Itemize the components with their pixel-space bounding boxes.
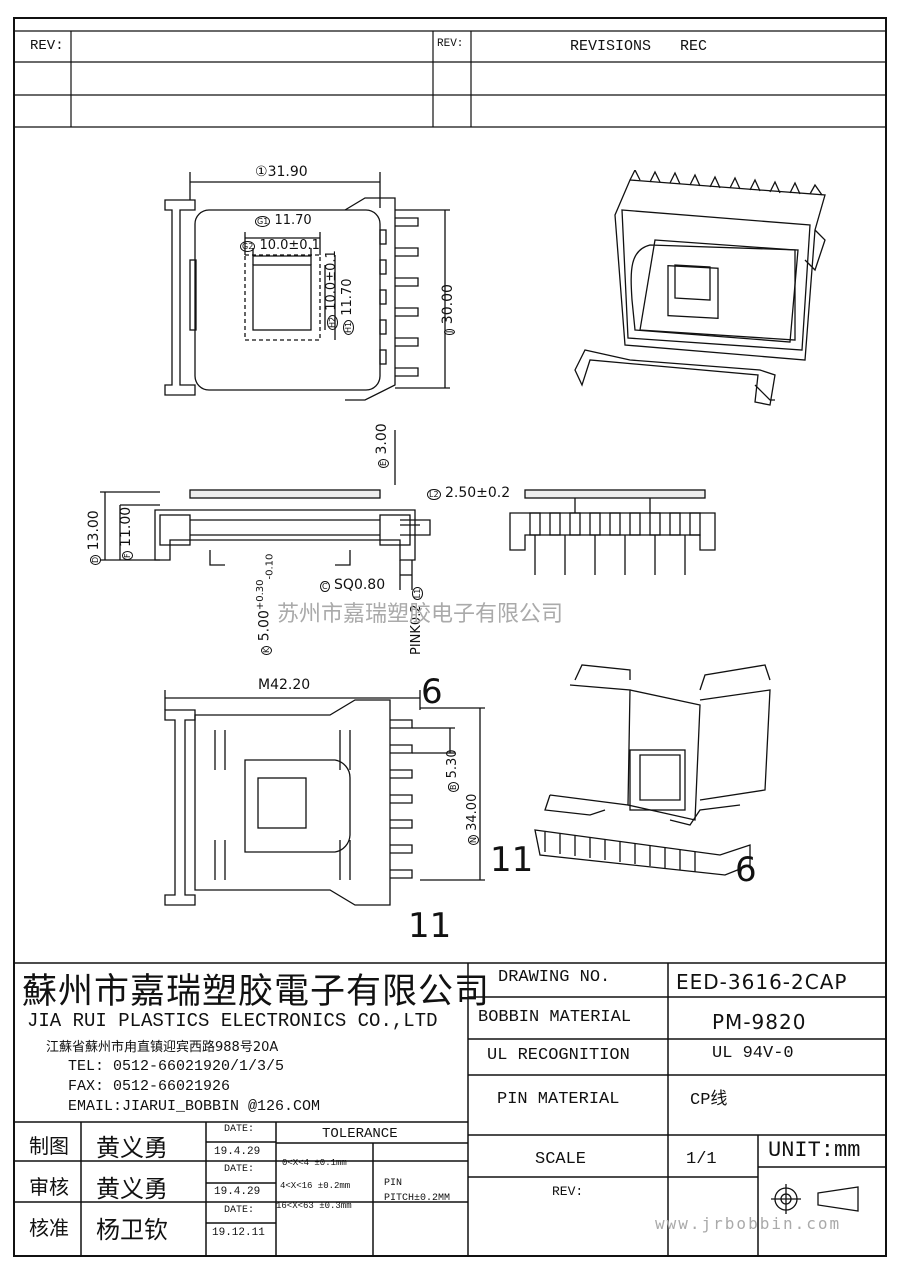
date-label-checked: DATE:: [224, 1164, 255, 1175]
company-fax: FAX: 0512-66021926: [68, 1078, 231, 1095]
revision-block: [13, 30, 887, 128]
unit-label: UNIT:mm: [768, 1138, 861, 1163]
dim-j: 30.00: [440, 284, 456, 325]
dim-b: 5.30: [445, 749, 460, 779]
isometric-view-bottom: [534, 664, 771, 876]
name-approved: 杨卫钦: [96, 1216, 168, 1244]
dim-g2-mark: G2: [240, 241, 256, 252]
pin-number-6: 6: [421, 672, 443, 712]
isometric-view-top: [574, 170, 826, 406]
bobbin-material-label: BOBBIN MATERIAL: [478, 1008, 632, 1027]
drawing-frame: [13, 17, 887, 1257]
date-label-approved: DATE:: [224, 1205, 255, 1216]
dim-l2-mark: L2: [427, 489, 441, 500]
dim-h2: 10.0±0.1: [324, 250, 339, 311]
iso-pin-6: 6: [735, 850, 757, 890]
dim-k-tol-minus: -0.10: [264, 553, 276, 580]
company-email: EMAIL:JIARUI_BOBBIN @126.COM: [68, 1098, 321, 1115]
dim-d-mark: D: [90, 554, 101, 565]
watermark-center: 苏州市嘉瑞塑胶电子有限公司: [277, 602, 564, 627]
name-drawn: 黄义勇: [96, 1134, 168, 1162]
pin-material-label: PIN MATERIAL: [497, 1090, 620, 1109]
tolerance-label: TOLERANCE: [322, 1126, 398, 1142]
tolerance-row-2: 4<X<16 ±0.2mm: [280, 1181, 351, 1191]
dim-g1: 11.70: [274, 213, 312, 228]
dim-n-mark: N: [468, 835, 479, 845]
dim-e-mark: E: [378, 458, 389, 468]
rev-label-right: REV:: [437, 38, 464, 50]
dim-k: 5.00: [256, 610, 273, 642]
top-view-drawing: [164, 172, 450, 401]
pin-label: PIN: [384, 1178, 403, 1189]
dim-b-mark: B: [448, 782, 459, 792]
company-name-en: JIA RUI PLASTICS ELECTRONICS CO.,LTD: [27, 1010, 438, 1032]
company-tel: TEL: 0512-66021920/1/3/5: [68, 1058, 285, 1075]
rev-label-bottom: REV:: [552, 1184, 584, 1199]
role-checked: 审核: [29, 1175, 69, 1199]
bottom-view-drawing: [164, 690, 485, 906]
dim-f-mark: F: [122, 551, 133, 560]
dim-h1: 11.70: [340, 278, 355, 316]
date-checked: 19.4.29: [214, 1186, 261, 1198]
tolerance-row-1: 0<X<4 ±0.1mm: [282, 1158, 347, 1168]
dim-n: 34.00: [465, 793, 480, 831]
rec-label: REC: [680, 38, 708, 55]
dim-h1-mark: H1: [343, 319, 354, 335]
watermark-url: www.jrbobbin.com: [655, 1214, 842, 1233]
front-view-drawing: [509, 489, 716, 575]
pin-number-11: 11: [408, 906, 452, 946]
date-drawn: 19.4.29: [214, 1146, 261, 1158]
title-block-grid: [13, 962, 887, 1257]
scale-value: 1/1: [686, 1150, 717, 1169]
dim-m-mark: M: [258, 677, 271, 693]
date-label-drawn: DATE:: [224, 1124, 255, 1135]
scale-label: SCALE: [535, 1150, 587, 1169]
pin-pitch: PITCH±0.2MM: [384, 1193, 451, 1204]
role-approved: 核准: [29, 1216, 69, 1240]
iso-pin-11: 11: [490, 840, 534, 880]
dim-h2-mark: H2: [327, 314, 338, 330]
revisions-label: REVISIONS: [570, 38, 652, 55]
company-address: 江蘇省蘇州市甪直镇迎宾西路988号20A: [46, 1040, 279, 1055]
dim-k-tol-plus: +0.30: [255, 579, 266, 611]
drawing-no-label: DRAWING NO.: [498, 968, 611, 987]
dim-e: 3.00: [374, 423, 390, 455]
dim-l2: 2.50±0.2: [445, 485, 511, 501]
dim-top-width: 31.90: [267, 164, 308, 180]
date-approved: 19.12.11: [212, 1227, 265, 1239]
tolerance-row-3: 16<X<63 ±0.3mm: [276, 1201, 352, 1211]
drawing-no-value: EED-3616-2CAP: [676, 970, 848, 994]
ul-recognition-label: UL RECOGNITION: [487, 1046, 630, 1065]
name-checked: 黄义勇: [96, 1175, 168, 1203]
dim-d: 13.00: [86, 510, 102, 551]
role-drawn: 制图: [29, 1134, 69, 1158]
dim-m: 42.20: [270, 677, 311, 693]
dim-k-mark: K: [260, 645, 272, 655]
dim-c-mark: C: [320, 581, 330, 592]
dim-f: 11.00: [118, 506, 134, 547]
ul-recognition-value: UL 94V-0: [712, 1044, 794, 1063]
dim-j-mark: J: [444, 328, 455, 335]
pin-material-value: CP线: [690, 1091, 728, 1110]
dim-g2: 10.0±0.1: [259, 238, 320, 253]
dim-top-width-mark: ①: [255, 164, 268, 180]
rev-label-left: REV:: [30, 38, 64, 54]
dim-c: SQ0.80: [334, 577, 386, 593]
company-name-cn: 蘇州市嘉瑞塑胶電子有限公司: [22, 972, 491, 1012]
dim-g1-mark: G1: [255, 216, 271, 227]
side-view-drawing: [100, 430, 431, 590]
bobbin-material-value: PM-9820: [712, 1010, 807, 1034]
